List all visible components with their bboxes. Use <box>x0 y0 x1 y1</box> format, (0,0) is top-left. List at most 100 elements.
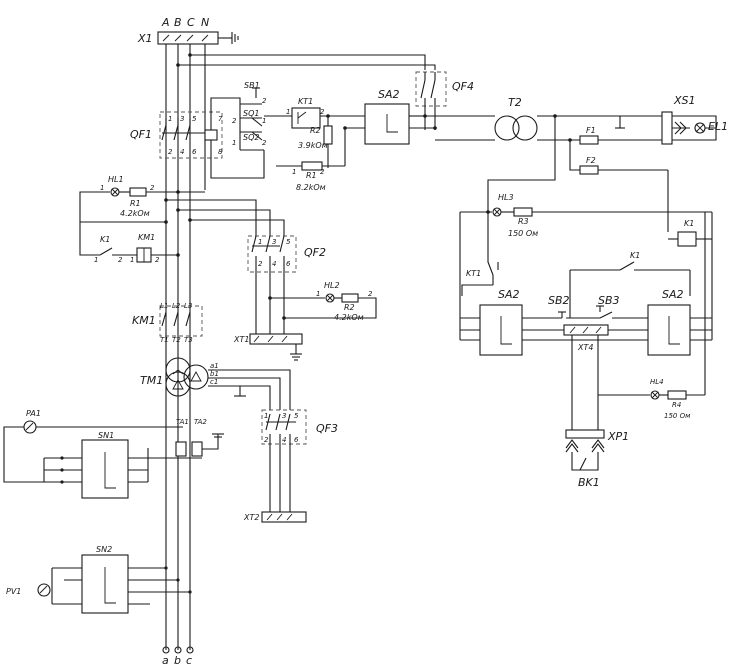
label-k1-contact: K1 <box>630 251 640 260</box>
svg-text:3: 3 <box>180 115 184 123</box>
label-r2-bottom-value: 4.2kОм <box>334 313 364 322</box>
svg-text:4: 4 <box>282 436 286 444</box>
meter-pv1-sn2 <box>37 554 192 614</box>
label-sb3: SB3 <box>598 294 620 307</box>
output-terminals <box>162 646 194 654</box>
contacts-kt1-k1 <box>461 212 691 318</box>
label-sa2-left: SA2 <box>498 288 520 301</box>
label-neutral-n: N <box>201 16 209 29</box>
relay-k1-km1: 1 2 1 2 <box>79 222 180 264</box>
label-phase-b: B <box>174 16 182 29</box>
label-el1: EL1 <box>708 120 728 133</box>
label-r1-bottom-value: 4.2kОм <box>120 209 150 218</box>
label-r2-bottom: R2 <box>344 303 355 312</box>
transformer-t2 <box>425 114 662 142</box>
relay-k1-coil <box>668 212 713 395</box>
label-sb1: SB1 <box>244 81 260 90</box>
relay-sa2-top <box>364 103 437 145</box>
label-output-c: c <box>186 654 192 667</box>
contactor-km1: L1 L2 L3 T1 T2 T3 <box>159 302 203 344</box>
svg-text:1: 1 <box>264 412 268 420</box>
main-phase-bus <box>165 38 206 650</box>
label-output-a: a <box>162 654 169 667</box>
label-bk1: BK1 <box>578 476 600 489</box>
svg-text:2: 2 <box>368 290 373 298</box>
label-pa1: PA1 <box>26 409 41 418</box>
svg-text:1: 1 <box>262 117 266 125</box>
lamp-hl1-circuit: 1 2 <box>79 184 205 224</box>
label-r1-top: R1 <box>306 171 317 180</box>
svg-text:1: 1 <box>94 256 98 264</box>
label-qf3: QF3 <box>316 422 338 435</box>
label-hl2: HL2 <box>324 281 340 290</box>
breaker-qf1: 1 3 5 7 2 4 6 8 <box>159 111 223 159</box>
svg-text:7: 7 <box>218 115 223 123</box>
label-hl3: HL3 <box>498 193 514 202</box>
label-km1-main: KM1 <box>132 314 156 327</box>
svg-text:T3: T3 <box>184 336 193 344</box>
svg-text:2: 2 <box>168 148 173 156</box>
svg-text:1: 1 <box>130 256 134 264</box>
label-hl4: HL4 <box>650 378 664 386</box>
label-k1-coil: K1 <box>684 219 694 228</box>
label-x1: X1 <box>137 32 153 45</box>
label-phase-c: C <box>187 16 195 29</box>
svg-text:2: 2 <box>150 184 155 192</box>
label-f1: F1 <box>586 126 596 135</box>
svg-text:3: 3 <box>272 238 276 246</box>
svg-text:4: 4 <box>180 148 184 156</box>
svg-text:1: 1 <box>292 168 296 176</box>
plug-xp1-bk1 <box>565 429 605 471</box>
label-r2-top-value: 3.9kОм <box>298 141 328 150</box>
svg-text:1: 1 <box>168 115 172 123</box>
label-r1-top-value: 8.2kОм <box>296 183 326 192</box>
label-xs1: XS1 <box>673 94 696 107</box>
label-sn2: SN2 <box>96 545 112 554</box>
svg-text:5: 5 <box>294 412 299 420</box>
svg-text:5: 5 <box>192 115 197 123</box>
svg-text:a1: a1 <box>210 362 219 370</box>
svg-text:2: 2 <box>262 139 267 147</box>
socket-xs1 <box>615 111 717 145</box>
sb1-sq-circuit: 2 1 2 2 1 <box>210 87 267 179</box>
svg-text:2: 2 <box>320 108 325 116</box>
label-sq1: SQ1 <box>243 109 259 118</box>
label-ta1: TA1 <box>176 418 189 426</box>
svg-text:5: 5 <box>286 238 291 246</box>
label-sb2: SB2 <box>548 294 570 307</box>
label-output-b: b <box>174 654 181 667</box>
timer-kt1-circuit: 1 2 1 2 <box>264 107 365 176</box>
label-f2: F2 <box>586 156 596 165</box>
label-kt1: KT1 <box>298 97 313 106</box>
lamp-hl3-circuit <box>459 207 712 340</box>
label-r1-bottom: R1 <box>130 199 141 208</box>
label-phase-a: A <box>161 16 170 29</box>
breaker-qf3: 1 3 5 2 4 6 <box>261 409 307 512</box>
label-tm1: TM1 <box>140 374 163 387</box>
label-xt4: XT4 <box>577 343 593 352</box>
label-t2: T2 <box>508 96 522 109</box>
terminal-block-xt4 <box>563 324 609 430</box>
svg-text:1: 1 <box>286 108 290 116</box>
lamp-hl2-circuit: 1 2 <box>268 290 377 320</box>
label-pv1: PV1 <box>6 587 21 596</box>
label-r3: R3 <box>518 217 529 226</box>
svg-text:T2: T2 <box>172 336 181 344</box>
terminal-block-x1 <box>157 31 239 45</box>
svg-text:b1: b1 <box>210 370 219 378</box>
label-sq2: SQ2 <box>243 133 259 142</box>
breaker-qf4 <box>415 71 447 130</box>
label-hl1: HL1 <box>108 175 124 184</box>
svg-text:6: 6 <box>286 260 291 268</box>
label-qf2: QF2 <box>304 246 326 259</box>
breaker-qf2: 1 3 5 2 4 6 <box>164 198 297 338</box>
label-sa2-top: SA2 <box>378 88 400 101</box>
relay-sa2-right <box>647 304 712 356</box>
svg-text:L1: L1 <box>160 302 168 310</box>
terminal-block-xt1 <box>249 333 303 361</box>
lamp-hl4-circuit <box>598 390 705 400</box>
svg-text:2: 2 <box>264 436 269 444</box>
meter-pa1-sn1 <box>3 420 224 499</box>
svg-text:2: 2 <box>258 260 263 268</box>
svg-text:T1: T1 <box>160 336 169 344</box>
